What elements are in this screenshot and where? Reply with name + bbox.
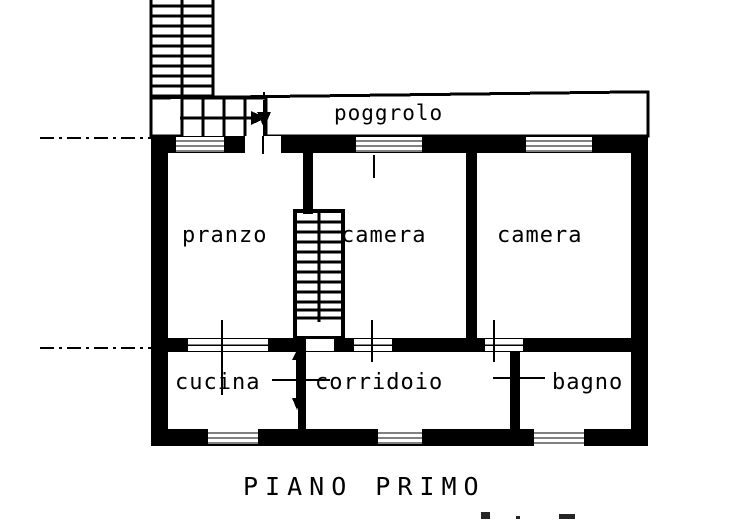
page-title: PIANO PRIMO [243, 472, 486, 501]
wall-cucina-corridoio [298, 345, 306, 429]
room-label-pranzo: pranzo [182, 223, 268, 248]
balcony-label: poggrolo [334, 101, 444, 125]
window-bottom-3 [534, 429, 584, 446]
room-label-corridoio: corridoio [315, 370, 444, 395]
internal-staircase [293, 188, 345, 340]
entry-steps [180, 92, 271, 140]
mid-wall-openings [188, 339, 523, 351]
wall-camera1-camera2 [466, 153, 477, 338]
balcony-outline [149, 90, 650, 138]
bottom-wall-openings [208, 429, 584, 446]
window-top-3 [526, 137, 592, 152]
window-bottom-1 [208, 429, 258, 444]
room-label-camera-1: camera [341, 223, 427, 248]
window-top-2 [356, 137, 422, 152]
top-wall-openings [176, 136, 592, 154]
external-staircase [149, 0, 215, 100]
room-label-cucina: cucina [175, 370, 261, 395]
direction-arrow-vertical [257, 100, 271, 136]
dimension-marks [221, 155, 545, 410]
room-label-bagno: bagno [552, 370, 624, 395]
door-top-entry [245, 136, 281, 154]
opening-stair-corridoio [306, 339, 334, 351]
window-bottom-2 [378, 429, 422, 444]
window-top-1 [176, 137, 224, 152]
bottom-edge-marks [481, 512, 575, 519]
opening-pranzo-cucina [188, 339, 268, 351]
opening-camera2-corridoio [485, 339, 523, 351]
wall-corridoio-bagno [510, 345, 520, 429]
direction-arrow-horizontal [180, 111, 266, 125]
room-label-camera-2: camera [497, 223, 583, 248]
centerline-group [40, 137, 158, 349]
